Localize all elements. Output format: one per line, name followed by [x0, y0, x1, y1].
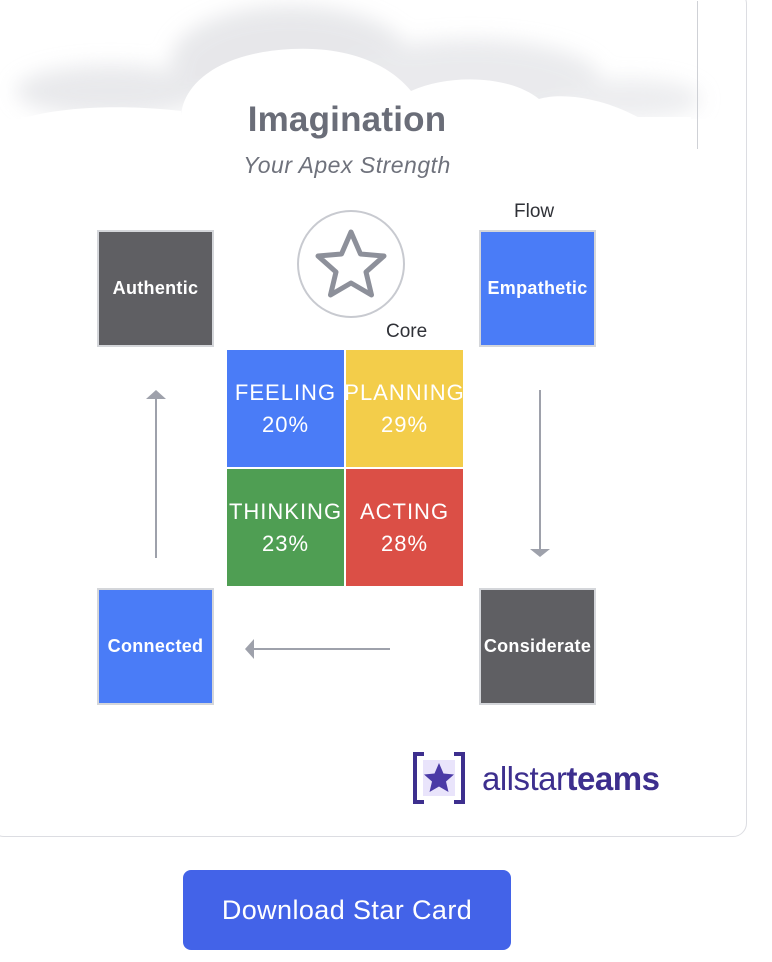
apex-strength-title: Imagination — [247, 100, 447, 139]
star-card-logo-icon — [413, 752, 465, 804]
quadrant-name: ACTING — [359, 498, 450, 524]
divider-line — [697, 1, 698, 149]
brand-name: allstarteams — [482, 759, 660, 797]
quadrant-name: THINKING — [228, 498, 343, 524]
flow-attribute-considerate: Considerate — [479, 588, 596, 705]
apex-strength-subtitle: Your Apex Strength — [243, 152, 451, 178]
star-icon — [315, 229, 387, 298]
quadrant-percent: 20% — [261, 411, 310, 437]
flow-label: Flow — [514, 201, 555, 222]
flow-attribute-label: Authentic — [112, 278, 199, 298]
brand-name-light: allstar — [482, 759, 567, 797]
apex-badge — [297, 210, 405, 318]
flow-attribute-label: Connected — [107, 636, 204, 656]
cloud-decoration — [0, 6, 746, 151]
flow-attribute-empathetic: Empathetic — [479, 230, 596, 347]
quadrant-percent: 29% — [380, 411, 429, 437]
quadrant-name: PLANNING — [346, 379, 463, 405]
flow-attribute-label: Considerate — [483, 636, 592, 656]
quadrant-percent: 28% — [380, 530, 429, 556]
core-label: Core — [386, 321, 428, 342]
quadrant-thinking: THINKING 23% — [227, 469, 344, 586]
allstarteams-logo: allstarteams — [412, 751, 660, 805]
quadrant-percent: 23% — [261, 530, 310, 556]
flow-attribute-connected: Connected — [97, 588, 214, 705]
flow-attribute-label: Empathetic — [487, 278, 588, 298]
quadrant-name: FEELING — [234, 379, 337, 405]
download-star-card-button[interactable]: Download Star Card — [183, 870, 511, 950]
quadrant-planning: PLANNING 29% — [346, 350, 463, 467]
quadrant-acting: ACTING 28% — [346, 469, 463, 586]
flow-attribute-authentic: Authentic — [97, 230, 214, 347]
brand-name-bold: teams — [566, 759, 660, 797]
quadrant-feeling: FEELING 20% — [227, 350, 344, 467]
